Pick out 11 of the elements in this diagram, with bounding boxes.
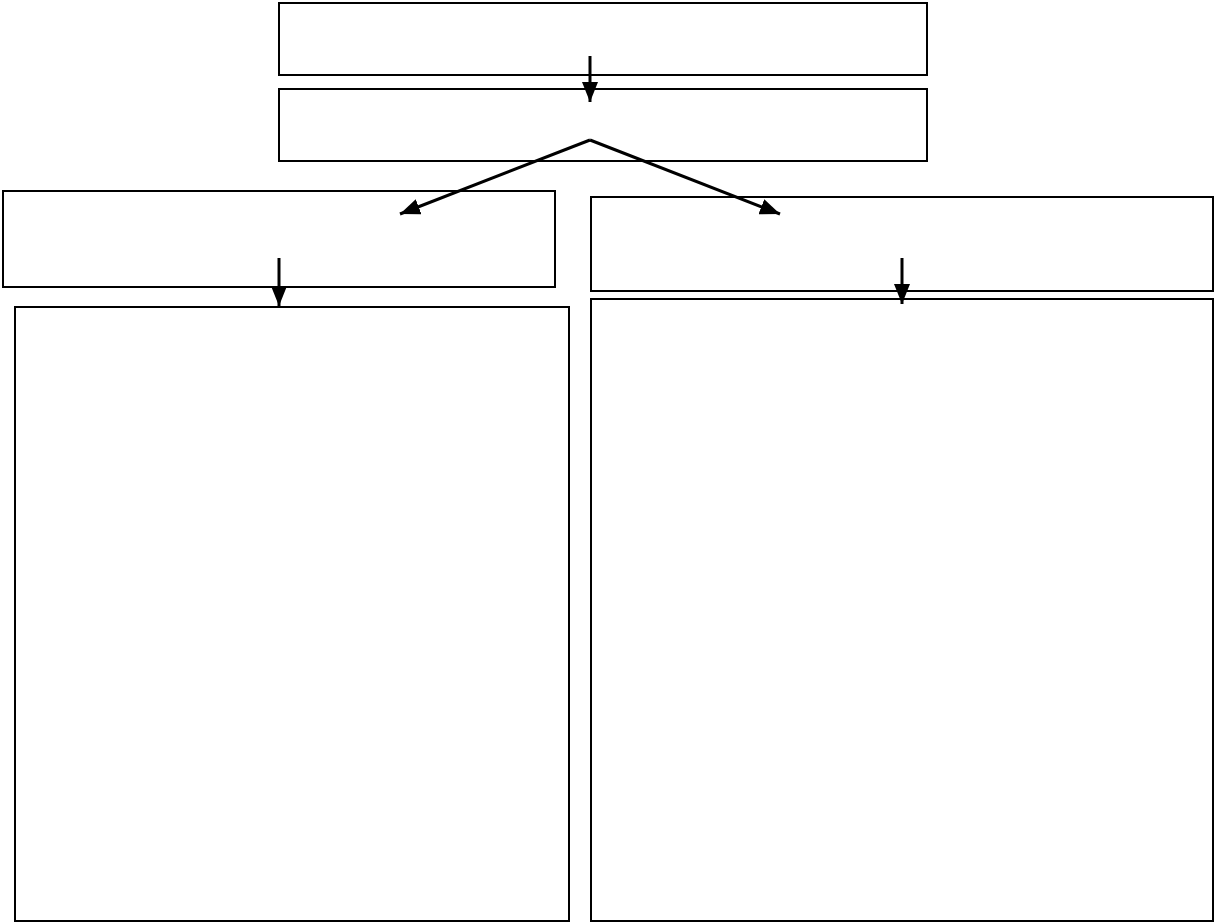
arrow: [271, 258, 287, 306]
arrow: [399, 138, 591, 216]
process-box: [2, 190, 556, 288]
arrow: [894, 258, 910, 304]
arrow: [582, 56, 598, 102]
process-box: [14, 306, 570, 922]
arrow: [589, 138, 781, 216]
process-box: [278, 88, 928, 162]
process-box: [590, 196, 1214, 292]
process-box: [590, 298, 1214, 922]
process-box: [278, 2, 928, 76]
